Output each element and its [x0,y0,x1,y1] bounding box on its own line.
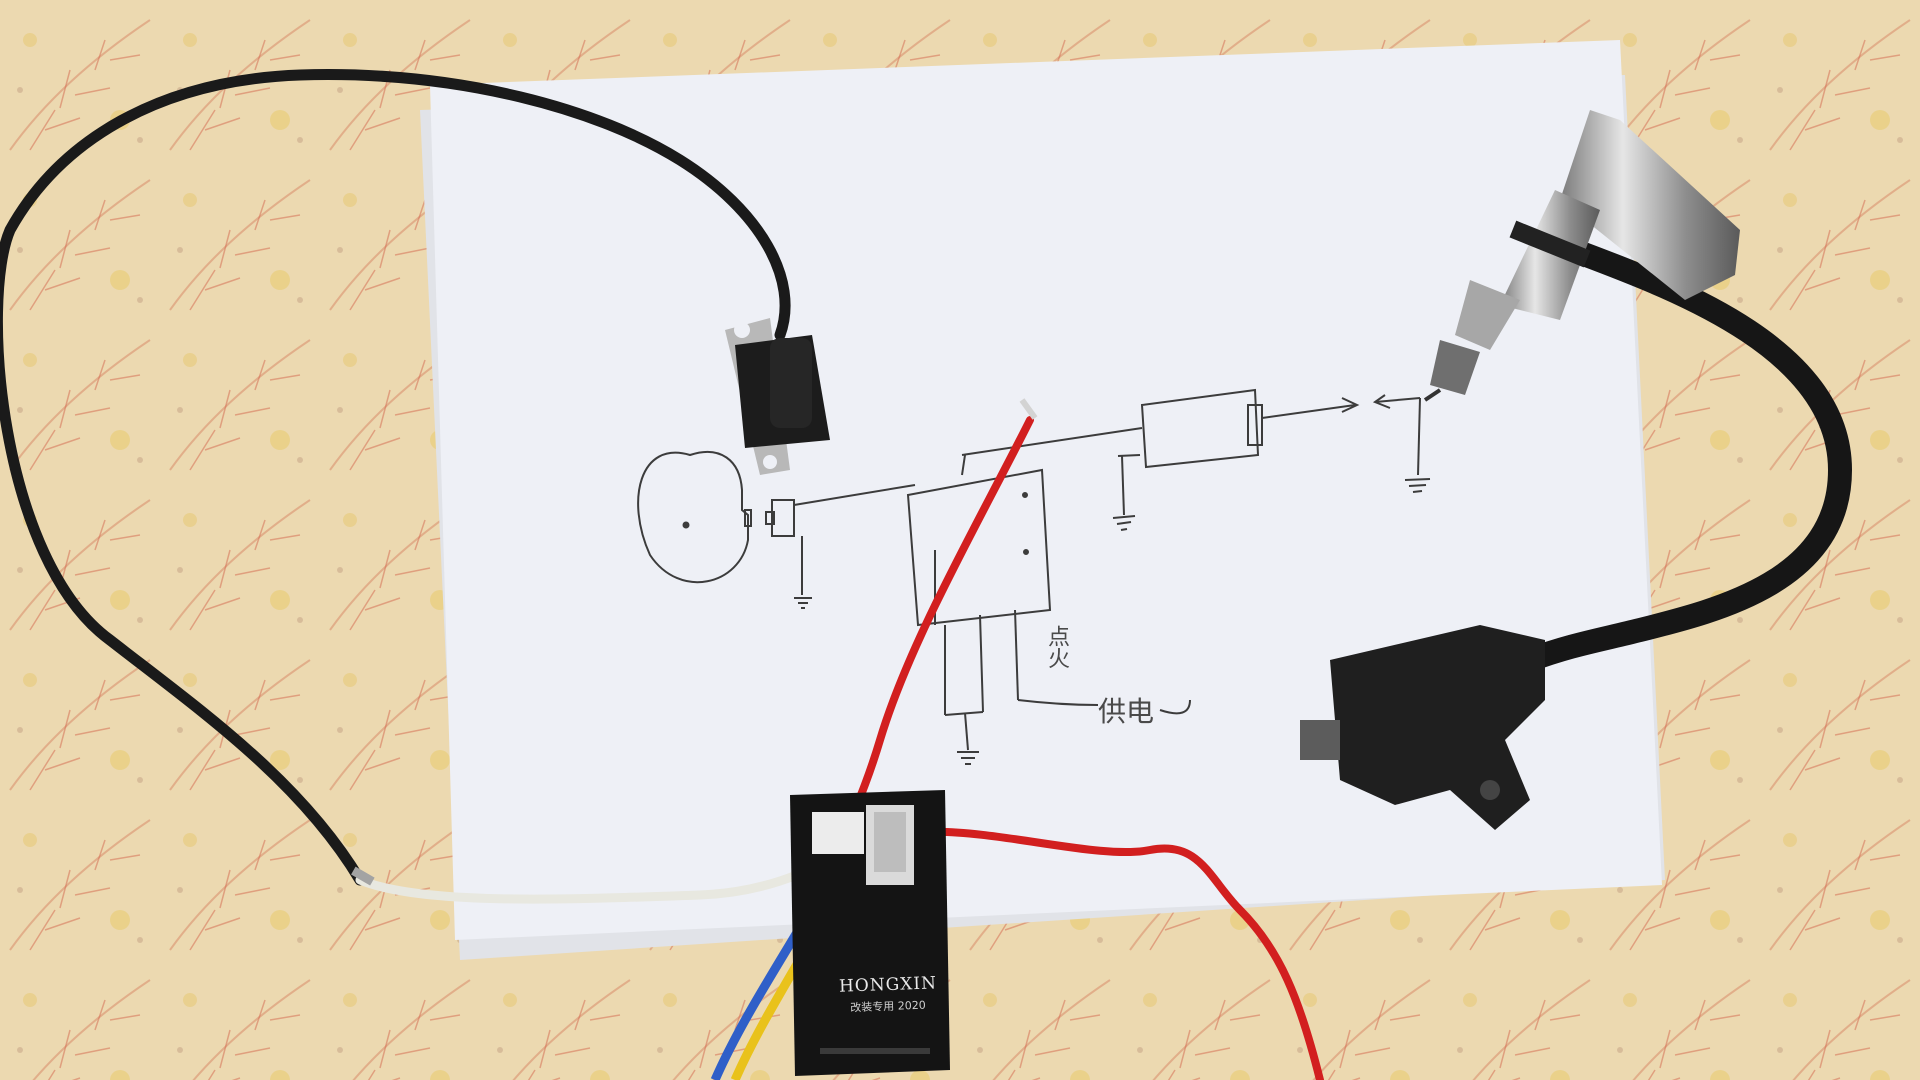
ignition-coil-icon [1300,625,1545,830]
pickup-symbol [771,499,795,537]
spark-plug-icon [1423,110,1740,402]
ground-symbol-icon [1404,478,1431,493]
pickup-coil-icon [725,318,830,475]
ht-lead [1518,233,1853,672]
ground-symbol-icon [1112,515,1136,531]
ignition-coil-drawing [1140,388,1260,469]
diagram-label-ignition: 点火 [1044,625,1069,669]
cdi-unit-icon [790,790,950,1076]
ground-symbol-icon [794,597,812,609]
trigger-wheel-center [682,521,690,529]
wire-red-lower [926,827,1324,1080]
trigger-wheel-drawing [637,450,749,584]
wiring-diagram [637,388,1431,765]
pickup-wire-black [0,69,791,886]
ground-symbol-icon [957,751,979,765]
diagram-label-power: 供电 [1098,695,1155,728]
